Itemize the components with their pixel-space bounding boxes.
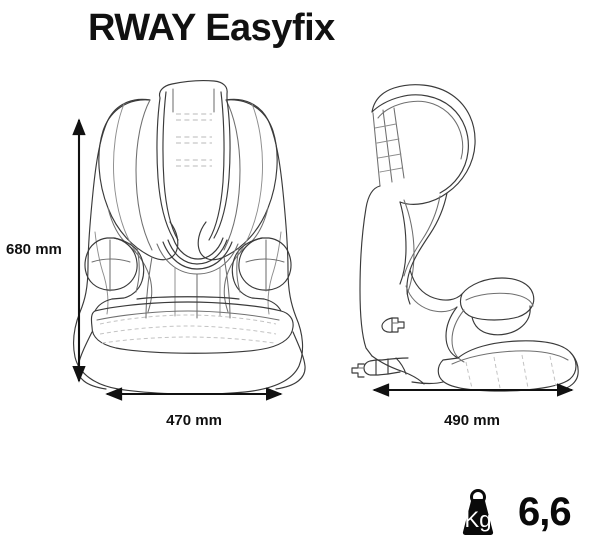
weight-unit-label: Kg: [465, 507, 492, 532]
front-view-car-seat: [73, 80, 306, 395]
page-title: RWAY Easyfix: [88, 7, 335, 49]
dimension-arrows: [72, 118, 574, 401]
weight-value: 6,6: [518, 490, 572, 534]
side-depth-dimension-label: 490 mm: [444, 412, 500, 429]
weight-badge: Kg 6,6: [452, 486, 572, 538]
side-view-car-seat: [351, 84, 579, 392]
height-dimension-label: 680 mm: [6, 241, 62, 258]
front-width-dimension-label: 470 mm: [166, 412, 222, 429]
weight-kg-icon: Kg: [452, 486, 504, 538]
